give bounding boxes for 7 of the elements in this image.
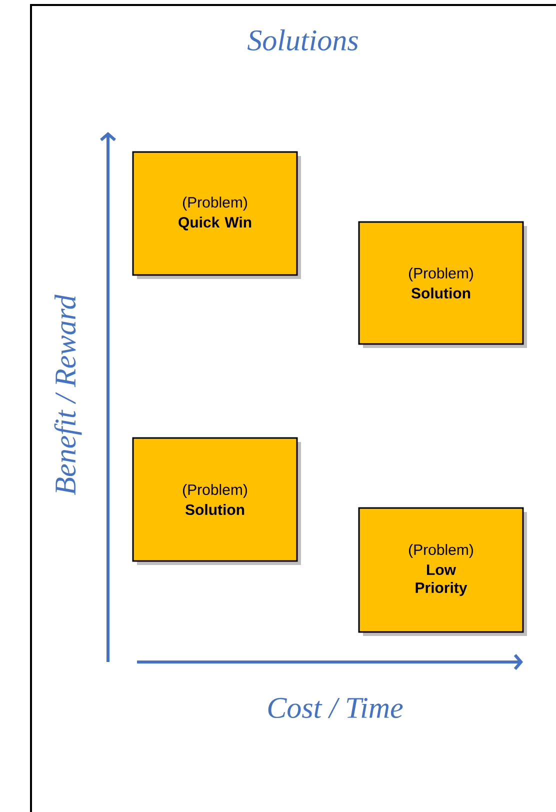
problem-box: (Problem) Quick Win xyxy=(132,151,301,279)
title: Solutions xyxy=(248,29,358,51)
axis-label: Benefit / Reward xyxy=(54,294,82,495)
problem-box: (Problem) Solution xyxy=(132,437,301,565)
problem-box: (Problem) Solution xyxy=(358,221,527,348)
axis-label: Cost / Time xyxy=(268,698,403,718)
problem-box: (Problem) Low Priority xyxy=(358,507,527,636)
